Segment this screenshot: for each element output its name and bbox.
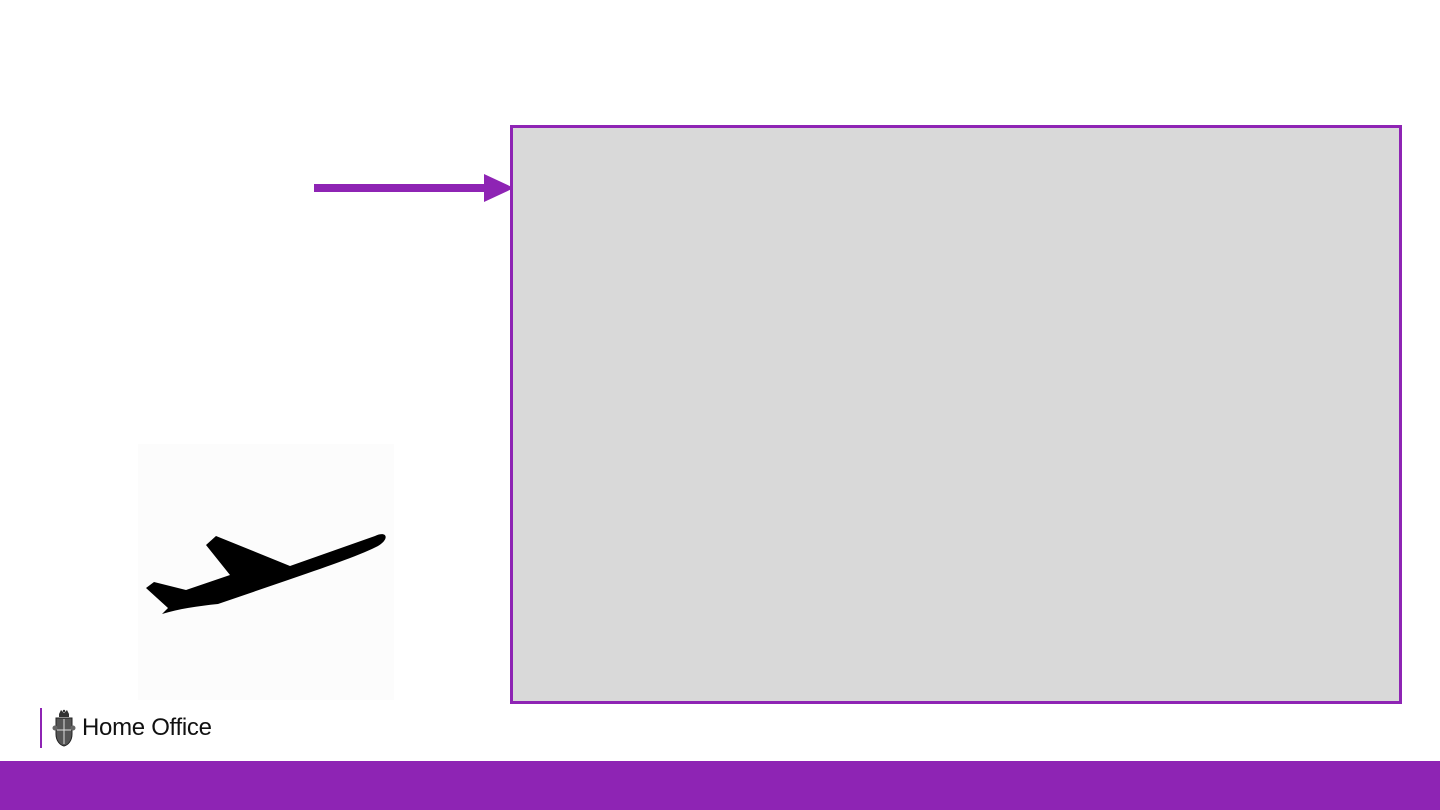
home-office-logo: Home Office [40,707,212,749]
footer-band [0,761,1440,810]
airplane-takeoff-icon [146,534,386,614]
organisation-name: Home Office [82,714,212,741]
airplane-image [138,444,394,700]
logo-divider [40,708,42,748]
royal-crest-icon [52,709,76,747]
arrow-right-icon [314,174,514,202]
content-placeholder-box [510,125,1402,704]
